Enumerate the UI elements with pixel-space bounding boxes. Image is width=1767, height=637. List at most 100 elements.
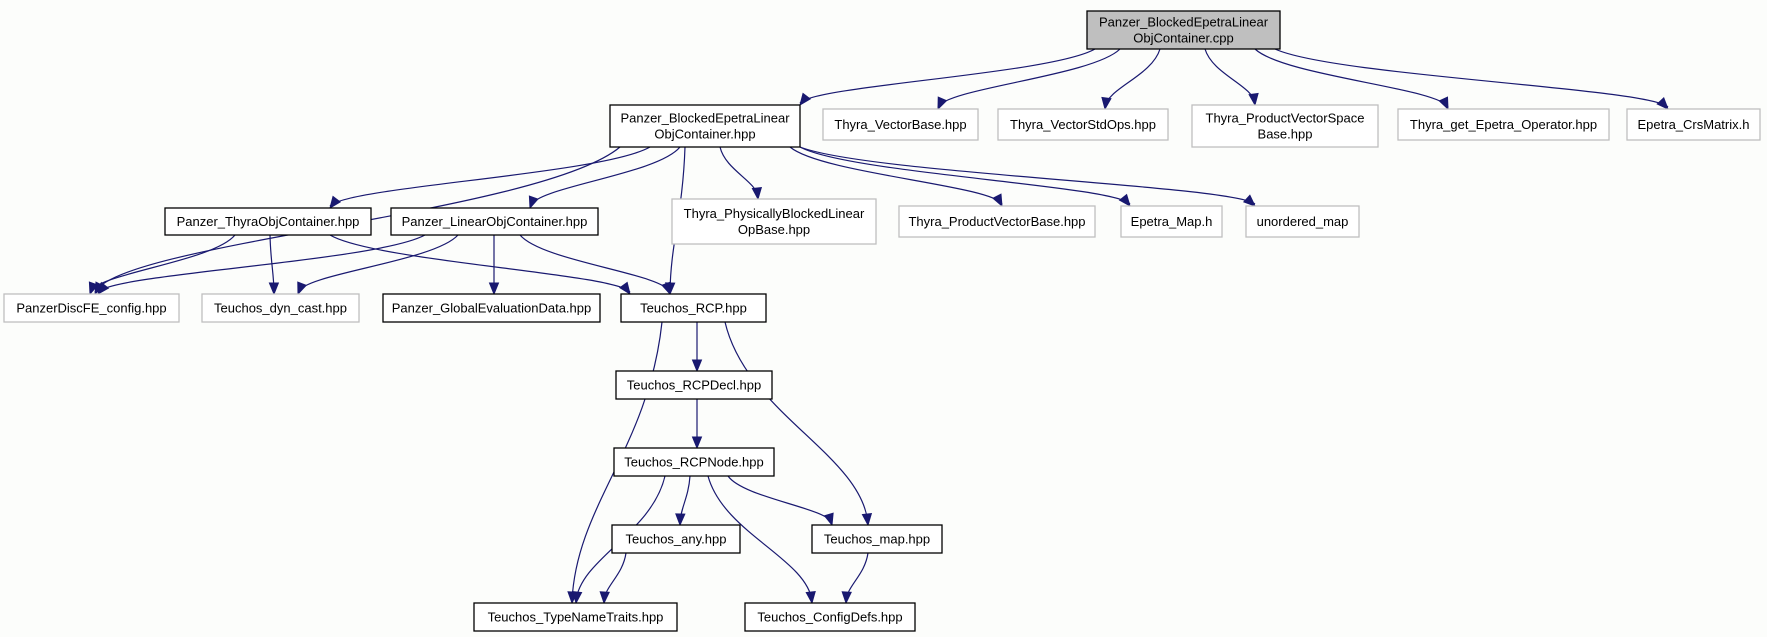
node-pvb[interactable]: Thyra_ProductVectorBase.hpp — [898, 205, 1096, 238]
node-vbase[interactable]: Thyra_VectorBase.hpp — [822, 108, 979, 141]
edge-line — [799, 146, 1256, 205]
edge-arrowhead — [599, 591, 610, 605]
edge-rcpnode-to-any — [675, 475, 691, 527]
edge-arrowhead — [861, 513, 873, 527]
node-getop[interactable]: Thyra_get_Epetra_Operator.hpp — [1397, 108, 1610, 141]
node-box — [1191, 104, 1379, 148]
edge-rcpnode-to-cfg — [707, 475, 816, 605]
edge-arrowhead — [805, 590, 816, 605]
edge-line — [799, 48, 1096, 104]
node-geval[interactable]: Panzer_GlobalEvaluationData.hpp — [382, 293, 601, 323]
edge-arrowhead — [691, 359, 703, 373]
node-tmap[interactable]: Teuchos_map.hpp — [811, 524, 943, 554]
edge-root-to-vstd — [1101, 48, 1161, 111]
edge-any-to-tnt — [599, 552, 627, 605]
node-box — [620, 293, 767, 323]
node-box — [898, 205, 1096, 238]
node-box — [1626, 108, 1761, 141]
edge-arrowhead — [799, 92, 812, 107]
node-box — [811, 524, 943, 554]
edge-arrowhead — [329, 195, 342, 210]
node-label: Teuchos_RCP.hpp — [640, 301, 747, 316]
edge-arrowhead — [1248, 92, 1259, 107]
node-box — [1245, 205, 1360, 238]
node-pdfe[interactable]: PanzerDiscFE_config.hpp — [3, 293, 180, 323]
node-dyncast[interactable]: Teuchos_dyn_cast.hpp — [201, 293, 360, 323]
node-hpp[interactable]: Panzer_BlockedEpetraLinearObjContainer.h… — [609, 104, 801, 148]
node-linobj[interactable]: Panzer_LinearObjContainer.hpp — [390, 207, 599, 236]
node-box — [201, 293, 360, 323]
node-box — [473, 602, 678, 632]
node-box — [671, 198, 877, 245]
edge-line — [529, 146, 681, 207]
edge-thyraobj-to-dyncast — [268, 234, 280, 296]
node-thyraobj[interactable]: Panzer_ThyraObjContainer.hpp — [164, 207, 372, 236]
edge-arrowhead — [992, 193, 1003, 208]
node-label: Teuchos_dyn_cast.hpp — [214, 301, 347, 316]
edge-root-to-hpp — [799, 48, 1096, 107]
node-box — [997, 108, 1169, 141]
edge-root-to-getop — [1254, 48, 1449, 111]
edge-linobj-to-dyncast — [297, 234, 459, 296]
edge-line — [719, 146, 759, 198]
edge-line — [519, 234, 671, 293]
node-label: Teuchos_any.hpp — [626, 532, 727, 547]
node-label: Thyra_ProductVectorBase.hpp — [908, 214, 1085, 229]
edge-thyraobj-to-pdfe — [88, 234, 236, 296]
edge-hpp-to-linobj — [528, 146, 681, 210]
node-rcpdecl[interactable]: Teuchos_RCPDecl.hpp — [615, 370, 773, 400]
node-box — [611, 524, 741, 554]
node-label: Teuchos_RCPNode.hpp — [624, 455, 763, 470]
edge-root-to-pvsb — [1204, 48, 1259, 107]
node-umap[interactable]: unordered_map — [1245, 205, 1360, 238]
node-box — [615, 370, 773, 400]
node-tnt[interactable]: Teuchos_TypeNameTraits.hpp — [473, 602, 678, 632]
edge-line — [89, 234, 236, 293]
edge-hpp-to-pvb — [789, 146, 1003, 208]
node-label: Thyra_PhysicallyBlockedLinear — [684, 206, 865, 221]
node-box — [1397, 108, 1610, 141]
node-label: Panzer_GlobalEvaluationData.hpp — [392, 301, 591, 316]
node-box — [1120, 205, 1223, 238]
edge-arrowhead — [268, 282, 280, 296]
node-label: Teuchos_TypeNameTraits.hpp — [488, 610, 664, 625]
edge-line — [97, 234, 426, 293]
edge-root-to-vbase — [937, 48, 1121, 111]
edge-arrowhead — [297, 281, 308, 296]
node-any[interactable]: Teuchos_any.hpp — [611, 524, 741, 554]
node-label: Thyra_VectorStdOps.hpp — [1010, 117, 1156, 132]
edge-hpp-to-pblock — [719, 146, 763, 201]
node-cfg[interactable]: Teuchos_ConfigDefs.hpp — [744, 602, 916, 632]
nodes-layer: Panzer_BlockedEpetraLinearObjContainer.c… — [3, 10, 1761, 632]
node-rcp[interactable]: Teuchos_RCP.hpp — [620, 293, 767, 323]
node-emap[interactable]: Epetra_Map.h — [1120, 205, 1223, 238]
node-label: Panzer_BlockedEpetraLinear — [620, 111, 790, 126]
node-root[interactable]: Panzer_BlockedEpetraLinearObjContainer.c… — [1086, 10, 1281, 50]
edge-arrowhead — [618, 281, 631, 296]
node-label: OpBase.hpp — [738, 222, 810, 237]
edge-arrowhead — [937, 96, 948, 111]
node-vstd[interactable]: Thyra_VectorStdOps.hpp — [997, 108, 1169, 141]
edge-arrowhead — [1438, 96, 1449, 111]
node-rcpnode[interactable]: Teuchos_RCPNode.hpp — [613, 447, 775, 477]
node-box — [1086, 10, 1281, 50]
node-box — [613, 447, 775, 477]
edge-arrowhead — [88, 281, 99, 296]
node-label: Panzer_ThyraObjContainer.hpp — [177, 214, 360, 229]
edge-arrowhead — [823, 512, 834, 527]
edge-linobj-to-geval — [488, 235, 500, 296]
node-label: PanzerDiscFE_config.hpp — [16, 301, 166, 316]
edge-line — [1204, 48, 1256, 104]
edge-arrowhead — [691, 436, 703, 450]
edge-arrowhead — [1656, 97, 1669, 110]
edge-arrowhead — [661, 281, 672, 296]
node-label: Thyra_get_Epetra_Operator.hpp — [1410, 117, 1597, 132]
edge-line — [789, 146, 1003, 205]
node-box — [3, 293, 180, 323]
node-crs[interactable]: Epetra_CrsMatrix.h — [1626, 108, 1761, 141]
node-box — [390, 207, 599, 236]
node-label: Teuchos_ConfigDefs.hpp — [757, 610, 902, 625]
